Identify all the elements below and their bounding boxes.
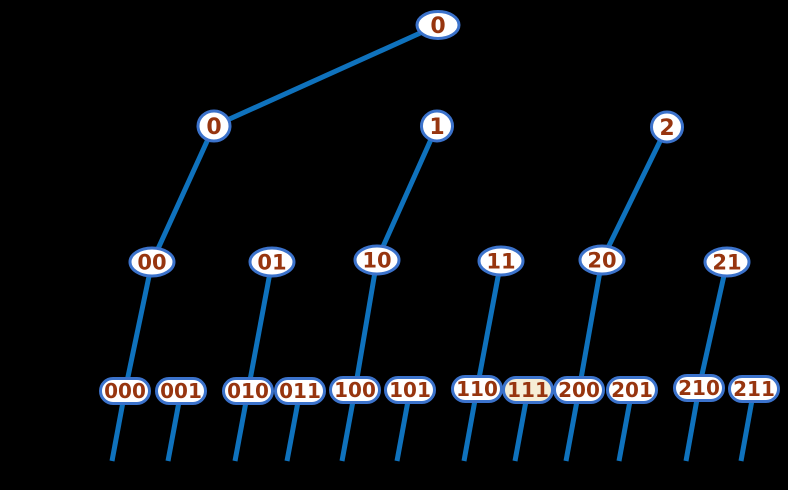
tree-node-20: 20	[578, 244, 626, 276]
node-label: 201	[611, 378, 653, 402]
tree-node-200: 200	[553, 376, 605, 404]
node-shape	[353, 244, 401, 276]
node-shape	[248, 246, 296, 278]
tree-node-00: 00	[128, 246, 176, 278]
node-shape	[420, 109, 454, 143]
tree-node-210: 210	[673, 374, 725, 402]
node-label: 0	[206, 115, 221, 140]
node-label: 10	[362, 249, 391, 273]
node-shape	[155, 377, 207, 405]
tree-node-101: 101	[384, 376, 436, 404]
node-shape	[222, 377, 274, 405]
node-label: 01	[257, 251, 286, 275]
tree-node-110: 110	[451, 375, 503, 403]
tree-edge-n20-n200	[576, 259, 605, 391]
tree-node-100: 100	[329, 376, 381, 404]
tree-node-21: 21	[703, 246, 751, 278]
tree-edge-n1-n10	[374, 124, 440, 262]
tree-node-000: 000	[99, 377, 151, 405]
tree-node-10: 10	[353, 244, 401, 276]
node-shape	[553, 376, 605, 404]
node-label: 0	[430, 14, 445, 39]
node-label: 010	[227, 379, 269, 403]
node-label: 001	[160, 379, 202, 403]
node-shape	[703, 246, 751, 278]
node-label: 2	[659, 116, 674, 141]
node-label: 110	[456, 377, 498, 401]
tree-node-201: 201	[606, 376, 658, 404]
node-label: 00	[137, 251, 166, 275]
node-shape	[128, 246, 176, 278]
tree-node-1: 1	[420, 109, 454, 143]
tree-edge-root-n0	[212, 22, 440, 129]
node-shape	[673, 374, 725, 402]
node-shape	[384, 376, 436, 404]
node-shape	[728, 375, 780, 403]
node-label: 011	[279, 379, 321, 403]
node-label: 000	[104, 379, 146, 403]
node-label: 210	[678, 376, 720, 400]
node-shape	[196, 109, 232, 143]
node-shape	[477, 245, 525, 277]
node-label: 21	[712, 251, 741, 275]
node-shape	[415, 10, 461, 40]
tree-edge-n00-n000	[122, 261, 155, 392]
node-shape	[578, 244, 626, 276]
node-label: 111	[507, 378, 549, 402]
tree-edge-n21-n210	[696, 261, 730, 389]
node-label: 101	[389, 378, 431, 402]
tree-node-01: 01	[248, 246, 296, 278]
tree-edge-n2-n20	[599, 125, 670, 262]
node-label: 211	[733, 377, 775, 401]
tree-node-011: 011	[274, 377, 326, 405]
node-shape	[274, 377, 326, 405]
tree-node-11: 11	[477, 245, 525, 277]
tree-node-111: 111	[502, 376, 554, 404]
node-shape	[502, 376, 554, 404]
tree-node-010: 010	[222, 377, 274, 405]
tree-node-001: 001	[155, 377, 207, 405]
node-shape	[606, 376, 658, 404]
node-shape	[650, 110, 684, 144]
node-label: 20	[587, 249, 616, 273]
tree-node-0: 0	[415, 10, 461, 40]
tree-edge-n01-n010	[245, 261, 275, 392]
node-label: 11	[486, 250, 515, 274]
tree-edge-n11-n110	[474, 260, 504, 390]
tree-node-211: 211	[728, 375, 780, 403]
node-shape	[329, 376, 381, 404]
node-shape	[451, 375, 503, 403]
node-label: 100	[334, 378, 376, 402]
tree-node-2: 2	[650, 110, 684, 144]
node-label: 1	[429, 115, 444, 140]
tree-node-0: 0	[196, 109, 232, 143]
tree-edge-n0-n00	[149, 124, 217, 264]
node-label: 200	[558, 378, 600, 402]
node-shape	[99, 377, 151, 405]
tree-edge-n10-n100	[352, 259, 380, 391]
